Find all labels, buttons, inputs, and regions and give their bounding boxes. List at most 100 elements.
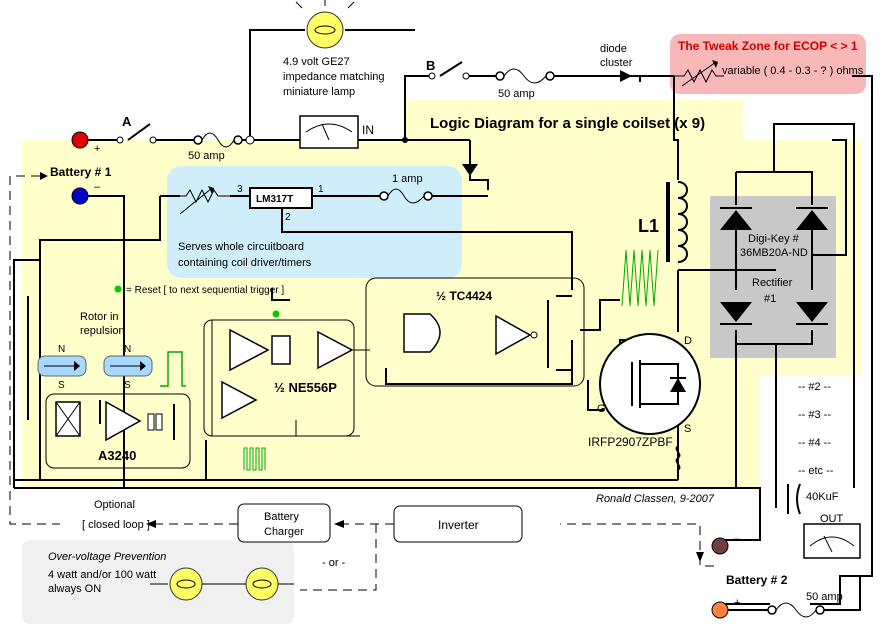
capacitor-label: 40KuF <box>806 491 839 503</box>
tc4424-buffer-icon <box>495 314 532 356</box>
rectifier-part-2: 36MB20A-ND <box>740 247 808 259</box>
ne556-label: ½ NE556P <box>274 380 337 395</box>
rectifier-name-1: Rectifier <box>752 277 793 289</box>
tc4424-label: ½ TC4424 <box>436 289 492 303</box>
overvoltage-panel <box>22 540 294 624</box>
comparator-1-icon <box>229 328 270 372</box>
overvoltage-title: Over-voltage Prevention <box>48 551 166 563</box>
fuse-out-icon <box>767 602 825 618</box>
l1-label: L1 <box>638 216 659 236</box>
a3240-amp-icon <box>105 400 142 442</box>
fuse-c-label: 1 amp <box>392 173 423 185</box>
magnet-1-icon <box>37 355 87 377</box>
charger-label-2: Charger <box>264 526 304 538</box>
magnet-1-s: S <box>58 380 65 391</box>
fuse-b-icon <box>495 68 555 84</box>
logic-board-panel <box>405 100 743 140</box>
ne556-output-icon <box>317 330 354 370</box>
meter-out-icon <box>803 523 861 559</box>
mosfet-icon <box>599 333 701 435</box>
battery2-negative-terminal <box>711 537 729 555</box>
coilset-area-blank <box>760 376 863 488</box>
mosfet-d: D <box>684 335 692 347</box>
regulator-pin2: 2 <box>285 212 291 223</box>
battery1-label: Battery # 1 <box>50 165 112 179</box>
coilset-2: -- #2 -- <box>798 381 831 393</box>
lamp-icon <box>295 0 355 49</box>
lamp-label-2: impedance matching <box>283 71 385 83</box>
mosfet-g: G <box>597 403 606 415</box>
inverter-label: Inverter <box>438 518 479 532</box>
magnet-2-icon <box>103 355 153 377</box>
or-text: - or - <box>322 557 346 569</box>
tweak-zone-title: The Tweak Zone for ECOP < > 1 <box>678 39 858 53</box>
regulator-pin1: 1 <box>318 184 324 195</box>
rotor-label-2: repulsion <box>80 325 125 337</box>
regulator-pin3: 3 <box>237 184 243 195</box>
coilset-etc: -- etc -- <box>798 465 834 477</box>
battery2-plus-label: + <box>734 597 740 609</box>
coil-l1-icon <box>677 181 688 263</box>
lamp-label-1: 4.9 volt GE27 <box>283 56 350 68</box>
charger-box <box>237 503 331 543</box>
reset-dot-icon <box>114 285 122 293</box>
mosfet-s: S <box>684 423 691 435</box>
switch-a-label: A <box>122 114 132 129</box>
battery1-negative-terminal <box>71 187 89 205</box>
rotor-label-1: Rotor in <box>80 311 119 323</box>
rectifier-name-2: #1 <box>764 293 776 305</box>
tc4424-block <box>365 277 585 387</box>
regulator-note-1: Serves whole circuitboard <box>178 241 304 253</box>
battery2-label: Battery # 2 <box>726 573 788 587</box>
reset-note: = Reset [ to next sequential trigger ] <box>126 285 284 296</box>
overvoltage-line-1: 4 watt and/or 100 watt <box>48 569 156 581</box>
rectifier-part-1: Digi-Key # <box>748 233 800 245</box>
regulator-label: LM317T <box>256 194 293 205</box>
signature: Ronald Classen, 9-2007 <box>596 493 715 505</box>
regulator-chip <box>249 187 313 209</box>
lamp-label-3: miniature lamp <box>283 86 355 98</box>
schmitt-nand-icon <box>403 313 441 353</box>
lamp-overvoltage-2-icon <box>245 567 279 601</box>
optional-label-2: [ closed loop ] <box>82 519 150 531</box>
fuse-out-label: 50 amp <box>806 591 843 603</box>
battery1-plus-label: + <box>94 143 100 155</box>
a3240-block <box>45 393 191 469</box>
battery1-minus-label: – <box>94 181 101 193</box>
ne556-block <box>203 319 355 437</box>
coilset-3: -- #3 -- <box>798 409 831 421</box>
comparator-2-icon <box>221 380 258 420</box>
flipflop-icon <box>271 335 291 365</box>
magnet-2-n: N <box>124 344 131 355</box>
diode-cluster-label-1: diode <box>600 43 627 55</box>
fuse-a-icon <box>193 132 243 148</box>
pulse-train-icon <box>243 447 266 471</box>
battery1-positive-terminal <box>71 131 89 149</box>
coil-wave-icon <box>621 249 659 307</box>
switch-b-label: B <box>426 58 435 73</box>
output-fets-icon <box>547 295 572 371</box>
meter-in-icon <box>299 115 359 149</box>
charger-label-1: Battery <box>264 511 299 523</box>
overvoltage-line-2: always ON <box>48 583 101 595</box>
lamp-overvoltage-1-icon <box>169 567 203 601</box>
mosfet-label: IRFP2907ZPBF <box>588 435 673 449</box>
magnet-2-s: S <box>124 380 131 391</box>
meter-in-label: IN <box>362 123 374 137</box>
diode-cluster-label-2: cluster <box>600 57 633 69</box>
diode-cluster-arrow <box>620 70 632 82</box>
variable-resistor-reg-icon <box>179 186 230 215</box>
variable-resistor-icon <box>674 60 724 87</box>
reset-dot-chip-icon <box>272 310 280 318</box>
tweak-zone-panel <box>670 34 866 94</box>
regulator-note-2: containing coil driver/timers <box>178 257 312 269</box>
optional-label-1: Optional <box>94 499 135 511</box>
fuse-b-label: 50 amp <box>498 88 535 100</box>
a3240-label: A3240 <box>98 448 136 463</box>
tweak-zone-variable: variable ( 0.4 - 0.3 - ? ) ohms <box>722 65 864 77</box>
magnet-1-n: N <box>58 344 65 355</box>
fuse-c-icon <box>379 188 433 204</box>
battery2-minus-label: – <box>734 533 741 545</box>
rectifier-diodes-icon <box>720 207 828 325</box>
